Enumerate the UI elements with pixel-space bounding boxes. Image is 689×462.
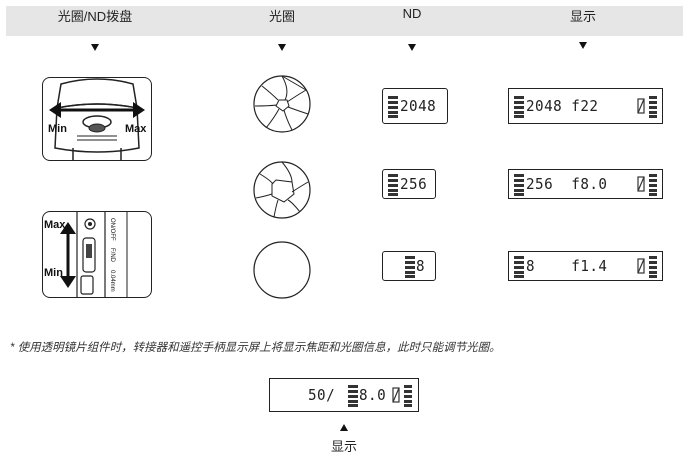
display-text: 256 f8.0 (526, 175, 608, 193)
header-nd: ND (402, 6, 422, 21)
display-segment-icon (514, 96, 524, 118)
aperture-open-icon (253, 241, 311, 299)
nd-value: 256 (400, 175, 428, 193)
display-row-2: 256 f8.0 (508, 169, 663, 199)
dial-min-label-vertical: Min (44, 267, 63, 279)
header-display: 显示 (569, 9, 597, 24)
bottom-display: 50/ 8.0 (269, 378, 419, 412)
display-text: 8 f1.4 (526, 257, 608, 275)
display-row-1: 2048 f22 (508, 88, 663, 124)
display-trailing-segments-icon (637, 256, 657, 278)
nd-display-row-1: 2048 (382, 88, 448, 124)
bottom-display-label: 显示 (330, 439, 358, 454)
arrow-down-icon (579, 42, 587, 49)
display-text: 2048 f22 (526, 97, 599, 115)
nd-segment-icon (388, 174, 398, 196)
dial-side-view-illustration: Max Min ON/OFF F/ND 0.04mm (42, 211, 152, 298)
nd-value: 2048 (400, 97, 437, 115)
display-trailing-segments-icon (637, 96, 657, 118)
dial-top-view-illustration: Min Max (42, 77, 152, 161)
nd-display-row-3: 8 (382, 251, 436, 281)
display-row-3: 8 f1.4 (508, 251, 663, 281)
column-header-bar (6, 6, 683, 36)
display-segment-icon (514, 256, 524, 278)
aperture-medium-icon (253, 161, 311, 219)
display-trailing-segments-icon (637, 174, 657, 196)
switch-on-off-label: ON/OFF (109, 218, 115, 241)
dial-top-drawing (49, 78, 145, 160)
dial-max-label: Max (125, 123, 147, 135)
bottom-display-focal: 50/ (308, 386, 345, 404)
aperture-small-icon (253, 75, 311, 133)
nd-value: 8 (416, 257, 426, 275)
usage-note: * 使用透明镜片组件时，转接器和遥控手柄显示屏上将显示焦距和光圈信息，此时只能调… (10, 342, 501, 354)
arrow-down-icon (278, 44, 286, 51)
display-segment-icon (514, 174, 524, 196)
switch-f-nd-label: F/ND (109, 248, 115, 262)
display-segment-icon (348, 385, 358, 407)
arrow-up-icon (340, 424, 348, 431)
nd-segment-icon (405, 256, 415, 278)
nd-segment-icon (388, 96, 398, 118)
display-trailing-segments-icon (392, 385, 412, 407)
header-aperture: 光圈 (268, 9, 296, 24)
dial-side-drawing (60, 212, 128, 297)
dial-max-label-vertical: Max (44, 219, 66, 231)
arrow-down-icon (91, 44, 99, 51)
header-aperture-nd-dial: 光圈/ND拨盘 (57, 9, 133, 24)
nd-display-row-2: 256 (382, 169, 436, 199)
switch-mm-label: 0.04mm (109, 270, 115, 292)
arrow-down-icon (408, 44, 416, 51)
bottom-display-aperture: 8.0 (359, 386, 387, 404)
dial-min-label: Min (48, 123, 67, 135)
